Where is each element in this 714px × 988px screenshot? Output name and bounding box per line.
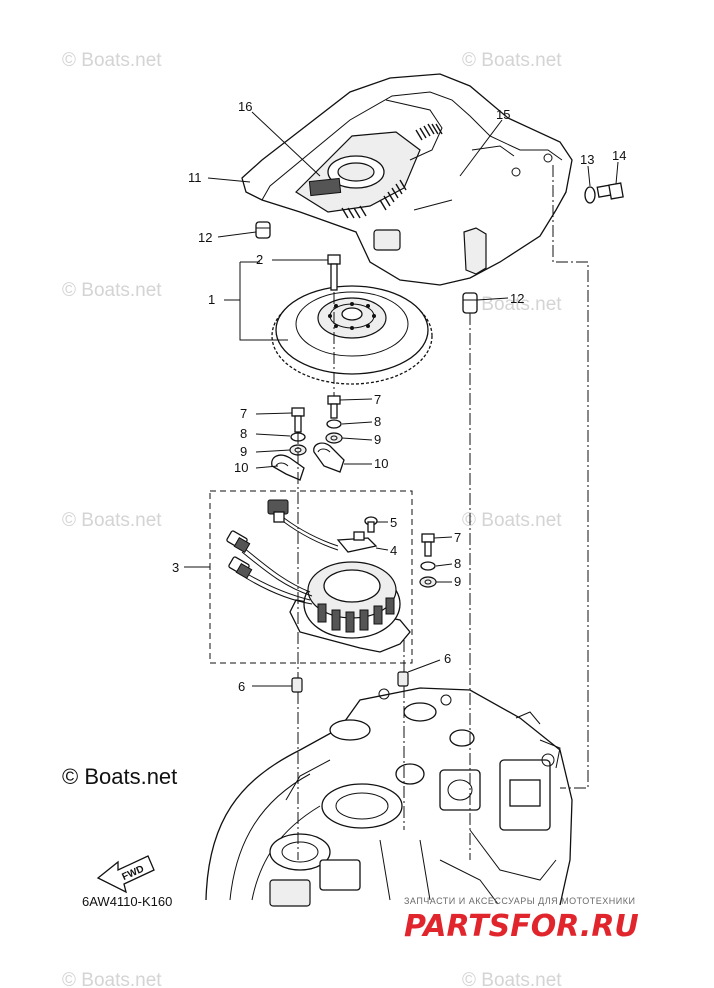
watermark-text: © Boats.net	[62, 510, 162, 531]
flywheel-cover	[241, 73, 573, 286]
callouts: 16 15 13 14 11 12 2 1 12 7 7 8 8 9 9 10 …	[172, 99, 626, 694]
bolt-7-center	[327, 395, 341, 419]
bolt-7-left	[291, 407, 305, 433]
callout-9: 9	[374, 432, 381, 447]
callout-10: 10	[234, 460, 248, 475]
callout-9: 9	[240, 444, 247, 459]
callout-7: 7	[240, 406, 247, 421]
washer-8-center	[326, 419, 342, 429]
callout-11: 11	[188, 170, 202, 185]
watermark-text: © Boats.net	[62, 50, 162, 71]
callout-7: 7	[374, 392, 381, 407]
callout-6: 6	[444, 651, 451, 666]
clamp-10-left	[271, 454, 305, 481]
bolt-7-right	[421, 533, 435, 557]
stator-assembly	[226, 499, 411, 653]
callout-7: 7	[454, 530, 461, 545]
copyright-text: © Boats.net	[62, 764, 177, 789]
grommet-12-right	[462, 292, 478, 314]
brand-logo: PARTSFOR.RU	[404, 909, 639, 944]
brand-tagline: ЗАПЧАСТИ И АКСЕССУАРЫ ДЛЯ МОТОТЕХНИКИ	[404, 896, 635, 906]
washer-9-right	[419, 576, 437, 588]
callout-1: 1	[208, 292, 215, 307]
grommet-12-left	[255, 221, 271, 239]
callout-15: 15	[496, 107, 510, 122]
partsfor-brand: ЗАПЧАСТИ И АКСЕССУАРЫ ДЛЯ МОТОТЕХНИКИ PA…	[404, 896, 639, 944]
dowel-pin-6-left	[291, 677, 303, 693]
callout-2: 2	[256, 252, 263, 267]
connector-plug-lower	[228, 556, 253, 580]
screw-5	[364, 516, 378, 533]
watermark-text: © Boats.net	[62, 280, 162, 301]
connector-plug-upper	[226, 530, 251, 554]
bolt-14	[596, 182, 624, 200]
callout-8: 8	[374, 414, 381, 429]
stator-assembly-box	[209, 490, 413, 664]
alignment-lines	[297, 165, 589, 860]
callout-8: 8	[454, 556, 461, 571]
pulser-connector	[267, 499, 339, 551]
watermark-text: © Boats.net	[62, 970, 162, 988]
watermark-text: © Boats.net	[462, 50, 562, 71]
washer-9-center	[325, 432, 343, 444]
callout-5: 5	[390, 515, 397, 530]
washer-13	[584, 186, 596, 204]
engine-block	[205, 687, 573, 907]
callout-9: 9	[454, 574, 461, 589]
callout-8: 8	[240, 426, 247, 441]
callout-12: 12	[198, 230, 212, 245]
callout-4: 4	[390, 543, 397, 558]
figure-code: 6AW4110-K160	[82, 894, 172, 909]
dowel-pin-6-right	[397, 671, 409, 687]
callout-14: 14	[612, 148, 626, 163]
leader-lines	[184, 111, 619, 687]
watermark-text: © Boats.net	[462, 970, 562, 988]
bolt-2	[327, 254, 341, 291]
pulser-coil-4	[336, 531, 378, 553]
fwd-arrow-icon: FWD	[96, 855, 155, 894]
callout-16: 16	[238, 99, 252, 114]
callout-12: 12	[510, 291, 524, 306]
washer-8-right	[420, 561, 436, 571]
watermark-text: © Boats.net	[462, 510, 562, 531]
flywheel-magneto	[271, 285, 433, 385]
callout-10: 10	[374, 456, 388, 471]
clamp-10-right	[313, 442, 345, 473]
callout-13: 13	[580, 152, 594, 167]
callout-3: 3	[172, 560, 179, 575]
callout-6: 6	[238, 679, 245, 694]
